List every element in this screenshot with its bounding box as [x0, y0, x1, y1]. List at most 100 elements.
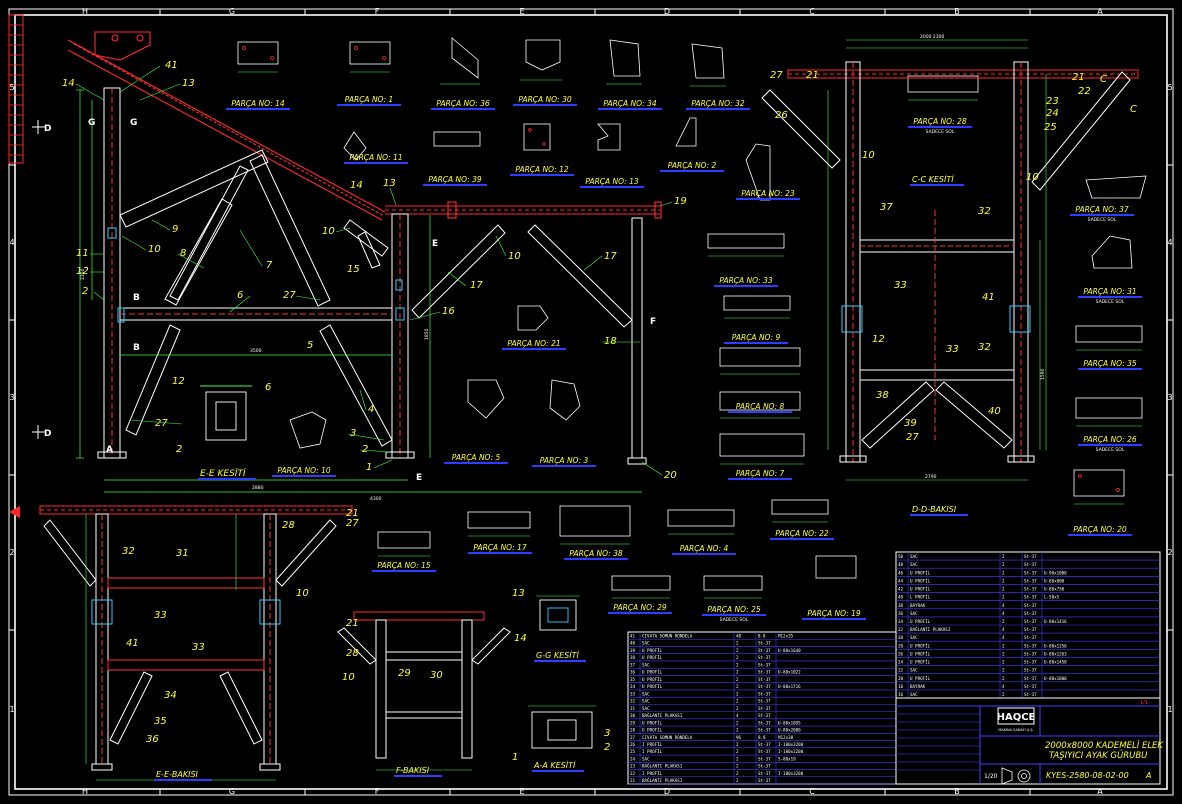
part-label-3: PARÇA NO: 3 — [540, 456, 589, 465]
balloon: 41 — [165, 60, 178, 71]
bom-bottom-cell: 28 — [630, 728, 636, 733]
eeb-beams — [43, 519, 337, 745]
balloon: 1 — [366, 462, 372, 473]
balloon: 23 — [1046, 96, 1059, 107]
zone-col-top-g: G — [229, 7, 235, 16]
balloon: 10 — [322, 226, 335, 237]
detail-b-b — [200, 385, 252, 441]
bom-bottom-cell: 36 — [630, 670, 636, 675]
balloon: 26 — [775, 110, 788, 121]
balloon: 28 — [346, 648, 359, 659]
balloon: 13 — [182, 78, 195, 89]
bom-bottom-cell: BAĞLANTI PLAKASI — [642, 764, 683, 769]
bom-bottom-cell: 8.8 — [758, 633, 766, 638]
bom-bottom-cell: 25 — [630, 749, 636, 754]
bom-bottom-cell: 2 — [736, 648, 739, 653]
bom-top-cell: SAC — [910, 635, 918, 640]
sheet-number: 1/1 — [1140, 700, 1148, 706]
part-label-33: PARÇA NO: 33 — [719, 276, 773, 285]
bom-bottom-cell: 23 — [630, 764, 636, 769]
part-label-32: PARÇA NO: 32 — [691, 99, 745, 108]
part-label-20: PARÇA NO: 20 — [1073, 525, 1127, 534]
part-note-37: SADECE SOL — [1088, 217, 1117, 223]
bom-top-cell: U PROFİL — [910, 578, 931, 583]
bom-bottom-cell: U-80x2000 — [778, 728, 801, 733]
part-label-37: PARÇA NO: 37 — [1075, 205, 1129, 214]
view-title-e-e-section: E-E KESİTİ — [200, 468, 246, 479]
zone-numbers-right: 5 4 3 2 1 — [1167, 83, 1172, 714]
bom-top-cell: U-90x1000 — [1044, 570, 1067, 575]
part-label-29: PARÇA NO: 29 — [613, 603, 667, 612]
part-label-12: PARÇA NO: 12 — [515, 165, 569, 174]
balloon: 30 — [430, 670, 443, 681]
company-logo: HAQCE — [997, 712, 1036, 723]
bom-bottom-cell: I-100x3200 — [778, 771, 804, 776]
bom-bottom-cell: St-37 — [758, 655, 771, 660]
view-d-d: 2000 2300 2790 1590 — [761, 34, 1139, 481]
balloon: 21 — [346, 508, 359, 519]
bom-top-cell: 4 — [1002, 627, 1005, 632]
bom-top-cell: St-37 — [1024, 651, 1037, 656]
zone-row-right-5: 5 — [1167, 83, 1172, 92]
balloon: 27 — [906, 432, 919, 443]
dd-beams — [859, 210, 1015, 440]
zone-col-bottom-f: F — [375, 787, 380, 796]
bom-bottom-cell: CIVATA SOMUN RONDELA — [642, 735, 693, 740]
bom-top-cell: 2 — [1002, 668, 1005, 673]
bom-top-cell: 26 — [898, 651, 904, 656]
bom-bottom-cell: 2 — [736, 670, 739, 675]
balloon: 27 — [283, 290, 296, 301]
bom-bottom-cell: 2 — [736, 662, 739, 667]
part-notes: SADECE SOL SADECE SOL SADECE SOL SADECE … — [720, 129, 1125, 623]
bom-top-cell: St-37 — [1024, 643, 1037, 648]
bom-top-cell: St-37 — [1024, 603, 1037, 608]
bom-bottom-cell: SAC — [642, 756, 650, 761]
bom-bottom-cell: U-80x1716 — [778, 684, 801, 689]
base-plates — [97, 451, 415, 459]
eeb-balloons: 32 31 33 41 33 34 35 36 28 27 21 10 — [122, 508, 359, 745]
bom-bottom-cell: U-80x1640 — [778, 648, 801, 653]
bom-top-cell: 4 — [1002, 603, 1005, 608]
balloon: 37 — [880, 202, 893, 213]
view-title-e-e-view: E-E-BAKISI — [156, 770, 199, 779]
zone-col-top-h: H — [82, 7, 88, 16]
zone-col-top-a: A — [1097, 7, 1103, 16]
balloon: 40 — [988, 406, 1001, 417]
balloon: 33 — [946, 344, 959, 355]
balloon: 33 — [154, 610, 167, 621]
part-label-31: PARÇA NO: 31 — [1083, 287, 1136, 296]
bom-top-cell: 38 — [898, 603, 904, 608]
balloon: 32 — [978, 206, 991, 217]
section-mark-e: E — [416, 473, 422, 483]
bom-top-cell: BAYRAK — [910, 603, 926, 608]
part-note-31: SADECE SOL — [1096, 299, 1125, 305]
balloon: 10 — [508, 251, 521, 262]
bom-top-cell: L PROFİL — [910, 595, 931, 600]
part-note-28: SADECE SOL — [926, 129, 955, 135]
bom-bottom-cell: St-37 — [758, 720, 771, 725]
part-label-26: PARÇA NO: 26 — [1083, 435, 1137, 444]
view-a-a-section — [528, 705, 596, 749]
zone-letters-bottom: H G F E D C B A — [82, 787, 1103, 796]
balloon: 12 — [76, 266, 89, 277]
bom-bottom-cell: SAC — [642, 691, 650, 696]
balloon: 14 — [350, 180, 363, 191]
balloon: 21 — [1072, 72, 1085, 83]
bolt-markers — [107, 227, 405, 323]
bom-top-cell: St-37 — [1024, 619, 1037, 624]
balloon: 36 — [146, 734, 159, 745]
bom-top-cell: St-37 — [1024, 562, 1037, 567]
bom-bottom-cell: 4 — [736, 713, 739, 718]
bom-bottom-cell: 29 — [630, 720, 636, 725]
zone-row-right-4: 4 — [1167, 238, 1172, 247]
balloon: 1 — [512, 752, 518, 763]
bom-bottom-cell: S-80x19 — [778, 756, 796, 761]
bom-bottom-cell: St-37 — [758, 677, 771, 682]
balloon: 6 — [237, 290, 243, 301]
view-f-bakisi — [337, 611, 511, 771]
balloon: 35 — [154, 716, 167, 727]
balloon: 24 — [1046, 108, 1059, 119]
zone-col-top-b: B — [954, 7, 960, 16]
